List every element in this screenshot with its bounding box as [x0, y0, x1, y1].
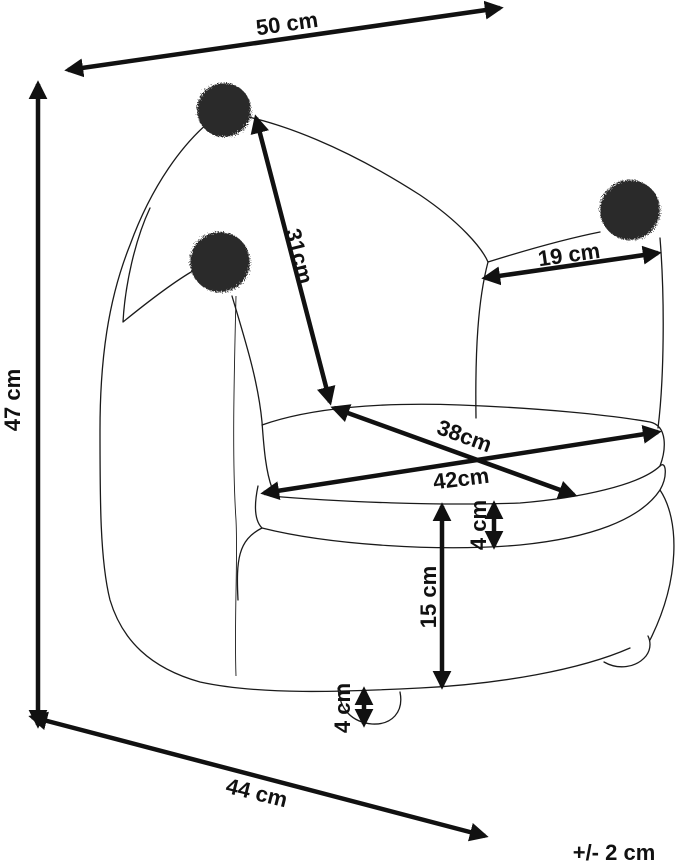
chair-outline — [99, 111, 675, 725]
pompom-left — [190, 232, 250, 292]
label-ear-gap: 19 cm — [536, 238, 601, 271]
chair-right-panel — [475, 261, 489, 419]
chair-back-foot — [603, 635, 651, 668]
dim-arrow-ear-back — [250, 114, 336, 406]
label-cushion-thickness: 4 cm — [466, 500, 491, 550]
pompom-right — [600, 180, 660, 240]
dim-arrow-ear-gap — [481, 245, 662, 286]
pompom-top-left — [197, 83, 251, 137]
chair-base-front — [236, 489, 675, 641]
dim-arrow-seat-width — [260, 424, 662, 501]
label-ear-back: 31cm — [280, 226, 318, 287]
label-seat-height: 15 cm — [416, 566, 441, 628]
label-seat-depth: 38cm — [434, 415, 495, 458]
dim-arrow-bottom-depth — [28, 711, 489, 842]
chair-inner-arm — [231, 295, 273, 489]
chair-back-shell — [99, 111, 631, 693]
chair-left-seam — [233, 295, 238, 677]
label-height: 47 cm — [0, 369, 25, 431]
label-tolerance: +/- 2 cm — [573, 840, 656, 865]
label-leg-height: 4 cm — [330, 683, 355, 733]
chair-top-edge — [221, 111, 601, 263]
chair-left-ear — [122, 207, 199, 323]
label-bottom-depth: 44 cm — [224, 773, 291, 812]
dim-arrow-top-width — [64, 0, 504, 78]
chair-right-side — [657, 237, 664, 429]
